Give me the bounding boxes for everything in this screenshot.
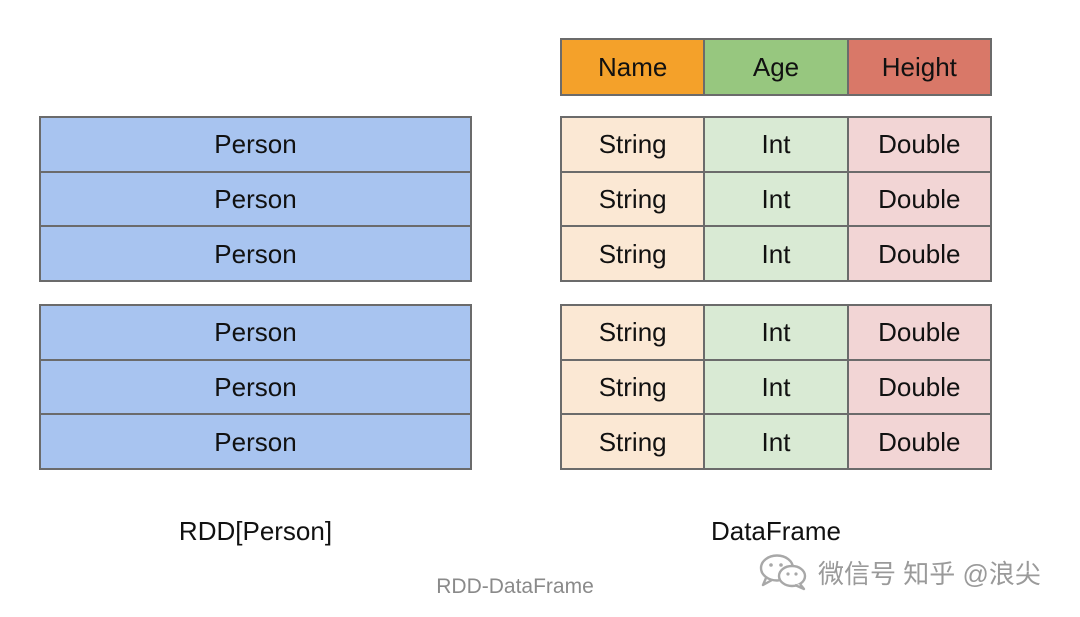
string-cell: String bbox=[562, 306, 704, 359]
rdd-row: Person bbox=[41, 306, 470, 359]
rdd-row: Person bbox=[41, 360, 470, 414]
rdd-partition-1: Person Person Person bbox=[39, 116, 472, 282]
rdd-row: Person bbox=[41, 118, 470, 171]
person-object: Person bbox=[41, 306, 470, 359]
dataframe-row: String Int Double bbox=[562, 172, 990, 226]
column-age-header: Age bbox=[705, 40, 847, 94]
wechat-icon bbox=[758, 552, 810, 592]
rdd-label: RDD[Person] bbox=[178, 516, 333, 546]
column-name-header: Name bbox=[562, 40, 704, 94]
person-object: Person bbox=[41, 360, 470, 414]
figure-caption: RDD-DataFrame bbox=[436, 575, 594, 598]
person-object: Person bbox=[41, 172, 470, 226]
int-cell: Int bbox=[705, 360, 847, 414]
int-cell: Int bbox=[705, 306, 847, 359]
double-cell: Double bbox=[848, 172, 990, 226]
int-cell: Int bbox=[705, 227, 847, 281]
dataframe-row: String Int Double bbox=[562, 227, 990, 281]
int-cell: Int bbox=[705, 118, 847, 171]
rdd-row: Person bbox=[41, 227, 470, 281]
rdd-row: Person bbox=[41, 415, 470, 469]
dataframe-row: String Int Double bbox=[562, 415, 990, 469]
dataframe-partition-1: String Int Double String Int Double Stri… bbox=[560, 116, 992, 282]
rdd-partition-2: Person Person Person bbox=[39, 304, 472, 470]
watermark: 微信号 知乎 @浪尖 bbox=[758, 544, 1041, 600]
string-cell: String bbox=[562, 118, 704, 171]
double-cell: Double bbox=[848, 118, 990, 171]
dataframe-label: DataFrame bbox=[710, 516, 842, 546]
string-cell: String bbox=[562, 415, 704, 469]
int-cell: Int bbox=[705, 415, 847, 469]
dataframe-header: Name Age Height bbox=[560, 38, 992, 96]
dataframe-row: String Int Double bbox=[562, 118, 990, 171]
double-cell: Double bbox=[848, 415, 990, 469]
dataframe-row: String Int Double bbox=[562, 360, 990, 414]
person-object: Person bbox=[41, 118, 470, 171]
string-cell: String bbox=[562, 172, 704, 226]
int-cell: Int bbox=[705, 172, 847, 226]
double-cell: Double bbox=[848, 227, 990, 281]
dataframe-row: String Int Double bbox=[562, 306, 990, 359]
double-cell: Double bbox=[848, 360, 990, 414]
person-object: Person bbox=[41, 415, 470, 469]
string-cell: String bbox=[562, 227, 704, 281]
watermark-text: 微信号 知乎 @浪尖 bbox=[818, 558, 1041, 589]
string-cell: String bbox=[562, 360, 704, 414]
dataframe-partition-2: String Int Double String Int Double Stri… bbox=[560, 304, 992, 470]
person-object: Person bbox=[41, 227, 470, 281]
column-height-header: Height bbox=[848, 40, 990, 94]
rdd-row: Person bbox=[41, 172, 470, 226]
double-cell: Double bbox=[848, 306, 990, 359]
